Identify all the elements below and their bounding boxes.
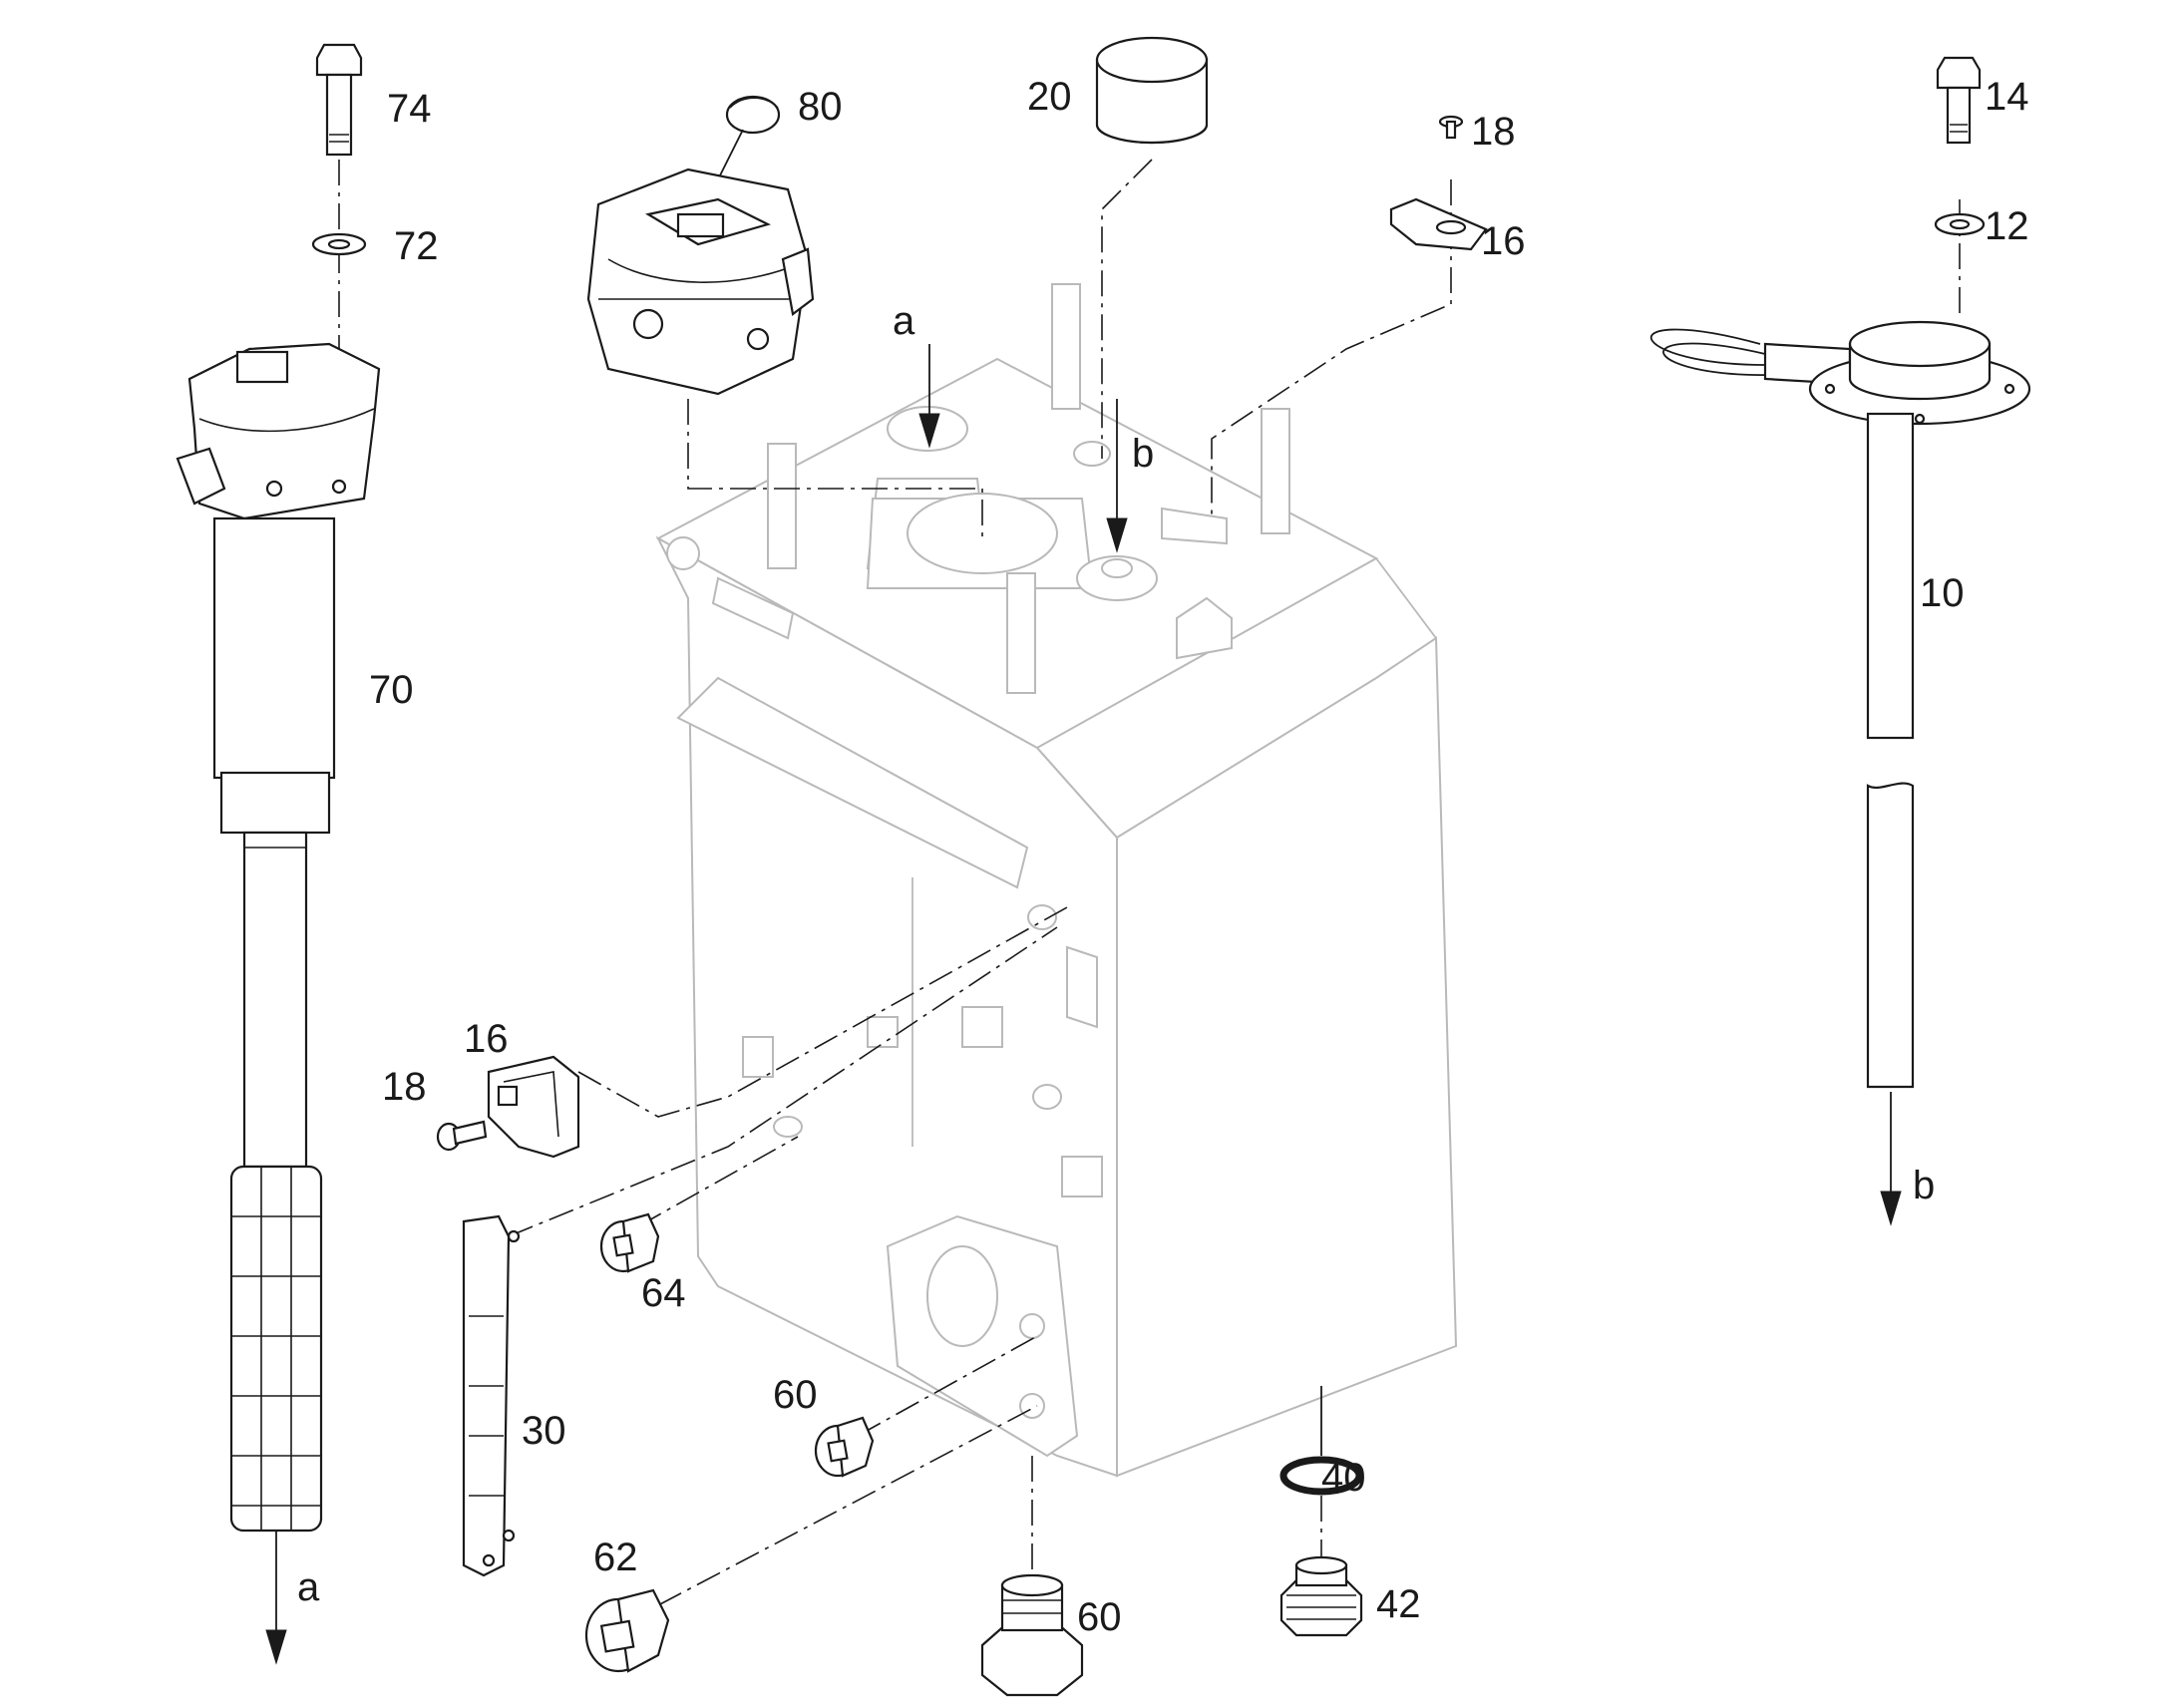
callout-42: 42 [1376,1582,1421,1626]
arrow-b-top [1106,399,1128,553]
part-18-screw-left [436,1120,488,1152]
callout-10: 10 [1920,571,1965,615]
callout-labels: 74 72 70 80 20 18 16 14 12 10 16 18 64 3… [297,75,2029,1639]
callout-12: 12 [1985,204,2029,248]
part-42-fitting [1279,1555,1363,1637]
arrow-a-top [918,344,940,449]
part-16-clip-top [1389,197,1488,251]
callout-80: 80 [798,85,843,129]
part-74-bolt [315,43,363,157]
part-12-washer [1934,212,1986,236]
callout-14: 14 [1985,75,2029,119]
part-16-clip-left [487,1055,580,1159]
callout-40: 40 [1321,1456,1366,1500]
part-30-level-gauge [462,1214,521,1577]
part-60-plug-mid [814,1416,875,1478]
callout-18-left: 18 [382,1065,427,1109]
callout-70: 70 [369,668,414,712]
callout-72: 72 [394,224,439,268]
part-filler-assembly [586,168,815,396]
arrow-label-a-bottom: a [297,1565,320,1609]
callout-60-mid: 60 [773,1373,818,1417]
callout-16-top: 16 [1481,219,1526,263]
hydraulic-tank [655,283,1458,1478]
leader-lines [338,159,1961,1606]
part-62-plug [584,1588,670,1673]
part-72-washer [311,232,367,256]
callout-18-top: 18 [1471,110,1516,154]
callout-16-left: 16 [464,1017,509,1061]
part-80-breather-cap [717,95,781,180]
part-10-level-sensor [1650,320,2031,1226]
part-70-return-filter [176,342,381,1665]
part-14-bolt [1936,56,1982,145]
callout-64: 64 [641,1271,686,1315]
callout-30: 30 [522,1409,566,1453]
part-20-filler-cap [1095,36,1209,145]
callout-20: 20 [1027,75,1072,119]
arrow-label-b-bottom: b [1913,1164,1935,1207]
part-60-drain-plug [980,1573,1084,1697]
part-18-screw-top [1438,115,1464,140]
part-64-plug [599,1212,660,1273]
callout-60-bottom: 60 [1077,1595,1122,1639]
part-40-o-ring [1279,1456,1363,1496]
arrow-label-b-top: b [1132,432,1154,476]
callout-62: 62 [593,1536,638,1579]
arrow-label-a-top: a [893,299,915,343]
callout-74: 74 [387,87,432,131]
